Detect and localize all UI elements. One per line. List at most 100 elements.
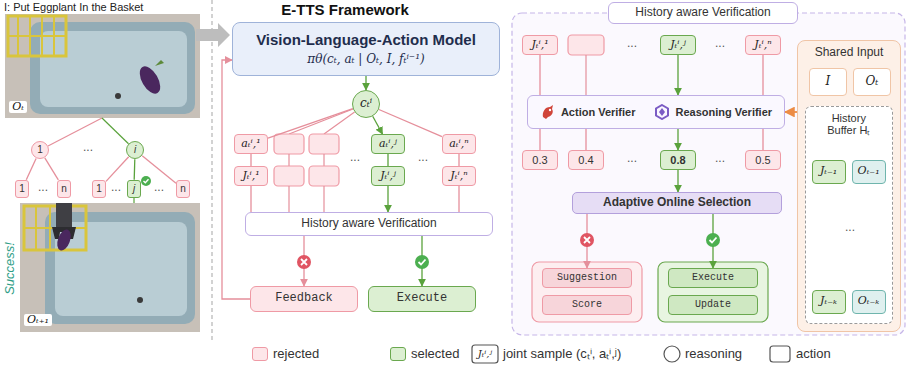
action-box: aₜⁱ,ʲ — [371, 134, 405, 154]
node-text: aₜⁱ,¹ — [241, 138, 260, 151]
execute-item-box: Execute — [668, 268, 758, 288]
input-box: Oₜ — [853, 68, 891, 96]
node-text: Oₜ₋₁ — [858, 165, 880, 178]
instruction-text: I: Put Eggplant In the Basket — [4, 1, 143, 14]
node-text: n — [180, 183, 186, 195]
accept-badge — [706, 233, 720, 247]
ellipsis: ... — [627, 37, 637, 51]
node-text: Jₜ₋₁ — [820, 165, 837, 178]
legend-reasoning-sample — [664, 346, 680, 362]
node-text: Feedback — [275, 292, 333, 306]
node-text: Jₜⁱ,ⁿ — [450, 170, 467, 183]
connector — [26, 158, 36, 179]
connector — [677, 170, 678, 192]
node-text: History aware Verification — [301, 217, 436, 231]
node-text: 1 — [37, 144, 43, 156]
node-text: Action Verifier — [561, 106, 636, 119]
node-subtext: Reasoning Verifier — [675, 106, 772, 119]
result-image — [20, 203, 200, 332]
connector — [762, 129, 763, 150]
node-text: Shared Input — [815, 46, 884, 60]
joint-sample-box: Jₜⁱ,ʲ — [660, 35, 696, 55]
node-text: 0.5 — [755, 154, 770, 167]
tree-line — [102, 118, 129, 144]
verifier-icon — [654, 104, 670, 120]
node-text: Score — [572, 299, 602, 311]
tree-leaf-box: n — [57, 180, 71, 199]
execute-item-box: Update — [668, 295, 758, 315]
history-buffer-panel: History Buffer HₜJₜ₋₁Oₜ₋₁Jₜ₋ₖOₜ₋ₖ — [805, 106, 893, 324]
connector — [250, 154, 251, 166]
model-box: Vision-Language-Action Model πθ(cₜ, aₜ | … — [232, 22, 500, 76]
image-label: Oₜ — [9, 101, 27, 114]
connector — [539, 129, 540, 150]
connector — [106, 157, 129, 182]
connector — [387, 154, 388, 166]
joint-sample-box: Jₜⁱ,ⁿ — [442, 166, 476, 186]
accept-group — [658, 262, 768, 322]
legend-swatch — [252, 347, 268, 361]
connector — [458, 154, 459, 166]
joint-sample-box: Jₜⁱ,¹ — [234, 166, 268, 186]
empty-sample-boxes — [568, 35, 604, 95]
node-text: Jₜⁱ,¹ — [531, 39, 548, 52]
reject-badge — [297, 255, 311, 269]
connector — [458, 186, 459, 212]
node-text: i — [134, 144, 136, 156]
node-text: Vision-Language-Action Model — [256, 31, 476, 48]
joint-sample-box: Jₜⁱ,ʲ — [371, 166, 405, 186]
tree-line — [48, 118, 102, 146]
action-box: aₜⁱ,ⁿ — [442, 134, 476, 154]
connector — [45, 158, 59, 180]
ellipsis: ... — [83, 141, 93, 155]
reasoning-circle: cₜⁱ — [352, 90, 380, 118]
connector — [387, 186, 388, 212]
node-text: Suggestion — [557, 272, 617, 284]
legend-text: selected — [411, 347, 459, 362]
node-text: cₜⁱ — [360, 97, 372, 111]
ellipsis: ... — [418, 151, 428, 165]
connector — [677, 55, 678, 95]
empty-sample-boxes — [274, 109, 355, 212]
connector — [539, 55, 540, 95]
verification-box: History aware Verification — [245, 212, 493, 236]
legend-swatch — [390, 347, 406, 361]
node-text: Oₜ — [865, 75, 878, 89]
observation-image — [5, 14, 200, 118]
node-text: Execute — [692, 272, 734, 284]
ellipsis: ... — [845, 221, 855, 235]
ellipsis: ... — [627, 152, 637, 166]
connector — [677, 129, 678, 150]
node-text: Update — [695, 299, 731, 311]
input-arrow — [196, 23, 230, 47]
ellipsis: ... — [38, 181, 48, 195]
connector — [373, 116, 383, 134]
tree-leaf-box: j — [127, 180, 141, 199]
ellipsis: ... — [154, 181, 164, 195]
tree-leaf-box: 1 — [15, 180, 29, 199]
node-text: 1 — [19, 183, 25, 195]
node-text: j — [133, 183, 135, 195]
node-subtext: πθ(cₜ, aₜ | Oₜ, I, fₜⁱ⁻¹) — [307, 53, 424, 67]
ellipsis: ... — [111, 181, 121, 195]
history-observation-box: Oₜ₋₁ — [852, 160, 886, 184]
node-text: 1 — [96, 183, 102, 195]
node-text: aₜⁱ,ⁿ — [449, 138, 468, 151]
ellipsis: ... — [715, 152, 725, 166]
node-text: History Buffer Hₜ — [816, 112, 882, 137]
score-box: 0.3 — [522, 150, 558, 170]
node-text: n — [61, 183, 67, 195]
verification-box: History aware Verification — [608, 2, 798, 24]
shared-input-panel: Shared InputI OₜHistory Buffer Hₜ Jₜ₋₁ Oₜ₋₁… — [797, 40, 901, 332]
score-box: 0.4 — [568, 150, 604, 170]
legend-text: reasoning — [685, 347, 742, 362]
legend-sample-text: Jₜⁱ,ʲ — [478, 348, 492, 360]
legend-text: action — [796, 347, 831, 362]
connector — [585, 129, 586, 150]
success-text: Success! — [3, 242, 18, 295]
history-joint-box: Jₜ₋ₖ — [812, 290, 846, 314]
tree-circle: i — [126, 141, 145, 160]
verifier-icon — [540, 104, 556, 120]
input-box: I — [809, 68, 847, 96]
